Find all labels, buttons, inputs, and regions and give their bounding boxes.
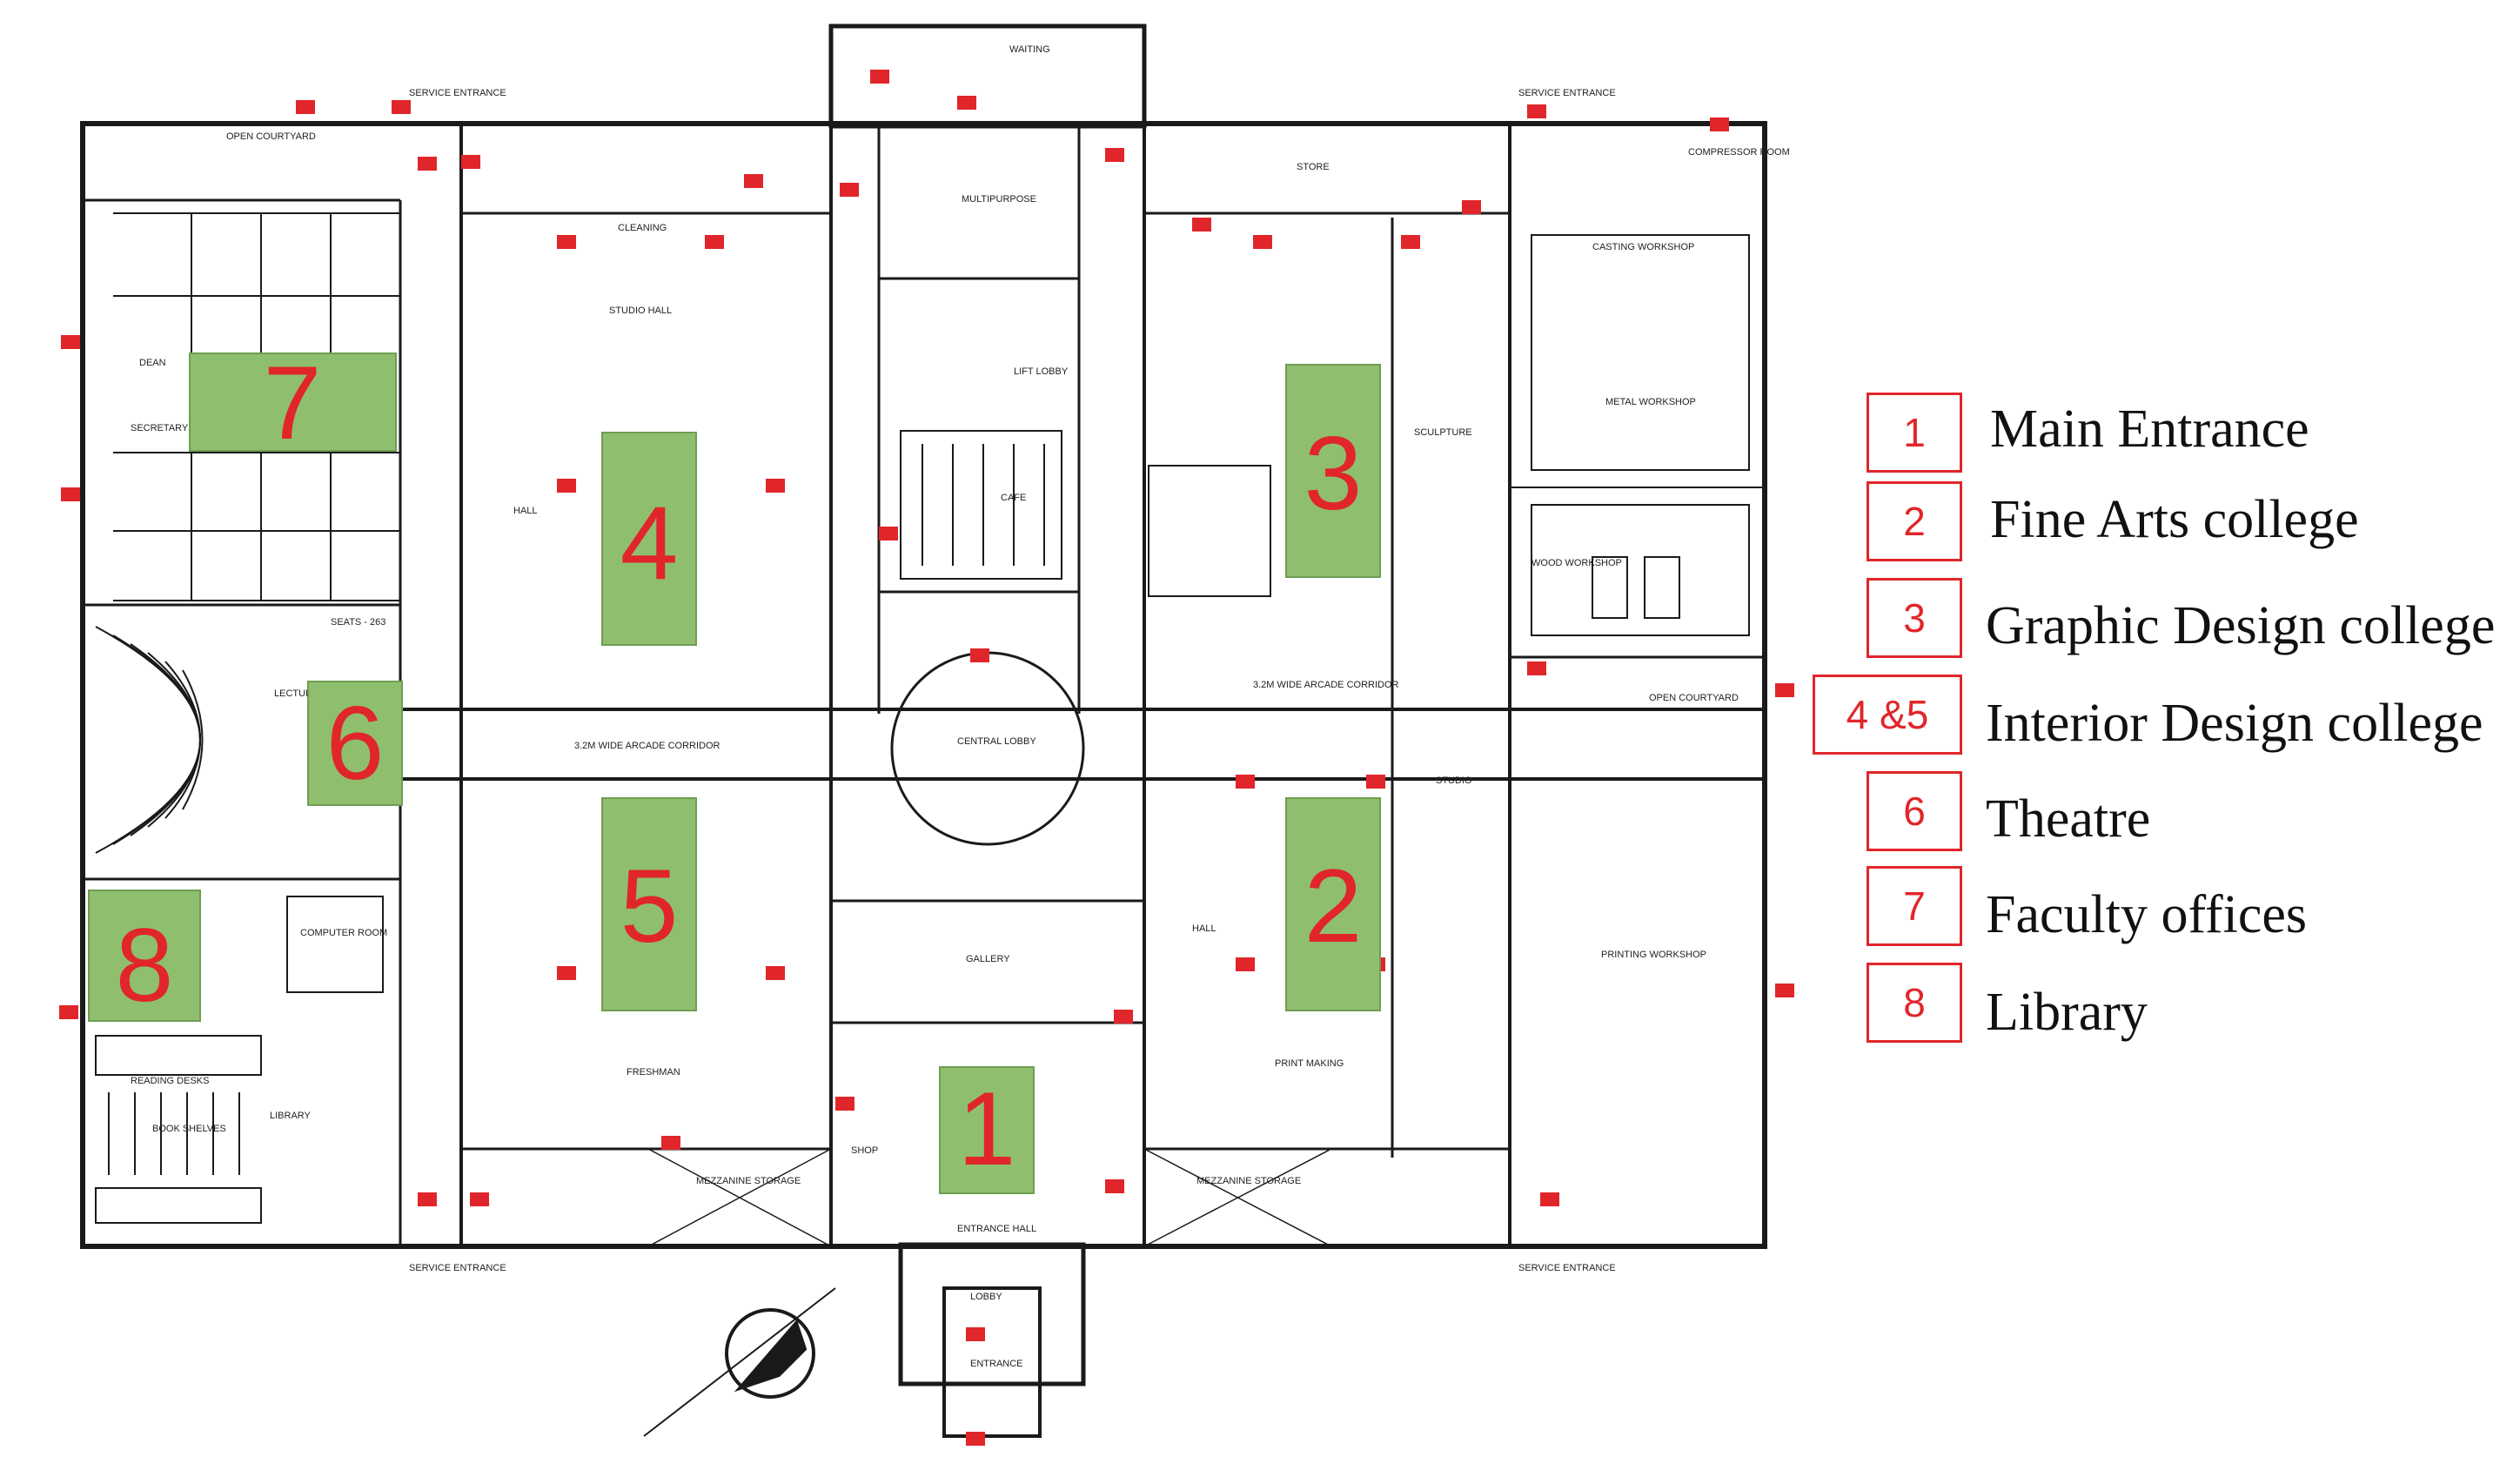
legend-label-4-5: Interior Design college [1986, 694, 2483, 753]
legend-number-3: 3 [1867, 578, 1962, 658]
room-entrance-hall: ENTRANCE HALL [957, 1224, 1036, 1234]
room-reading-desks: READING DESKS [131, 1076, 209, 1086]
room-tags [59, 70, 1794, 1446]
room-hall-4: HALL [513, 506, 538, 516]
zone-6: 6 [307, 681, 403, 806]
room-arcade-w: 3.2M WIDE ARCADE CORRIDOR [574, 741, 720, 751]
legend-label-2: Fine Arts college [1990, 490, 2359, 549]
room-multipurpose: MULTIPURPOSE [962, 194, 1036, 205]
legend-number-2: 2 [1867, 481, 1962, 561]
legend-number-1: 1 [1867, 393, 1962, 473]
legend-number-6: 6 [1867, 771, 1962, 851]
svg-text:2: 2 [1304, 848, 1363, 964]
room-entrance: ENTRANCE [970, 1359, 1023, 1369]
room-printing-workshop: PRINTING WORKSHOP [1601, 950, 1706, 960]
room-studio-hall: STUDIO HALL [609, 306, 672, 316]
legend-number-8: 8 [1867, 963, 1962, 1043]
svg-text:5: 5 [620, 848, 679, 964]
zone-3: 3 [1285, 364, 1381, 578]
room-cleaning: CLEANING [618, 223, 667, 233]
svg-text:3: 3 [1304, 415, 1363, 532]
room-casting-workshop: CASTING WORKSHOP [1592, 242, 1694, 252]
legend-number-7: 7 [1867, 866, 1962, 946]
room-print-making: PRINT MAKING [1275, 1058, 1344, 1069]
room-central-lobby: CENTRAL LOBBY [957, 736, 1036, 747]
zone-2: 2 [1285, 797, 1381, 1011]
room-open-courtyard-e: OPEN COURTYARD [1649, 693, 1739, 703]
svg-text:7: 7 [264, 345, 322, 461]
room-mezzanine-e: MEZZANINE STORAGE [1196, 1176, 1301, 1186]
room-service-entrance-se: SERVICE ENTRANCE [1518, 1263, 1616, 1273]
room-arcade-e: 3.2M WIDE ARCADE CORRIDOR [1253, 680, 1399, 690]
svg-text:8: 8 [116, 907, 174, 1024]
legend-label-8: Library [1986, 983, 2148, 1042]
room-gallery: GALLERY [966, 954, 1010, 964]
zone-7: 7 [189, 345, 397, 461]
room-book-shelves: BOOK SHELVES [152, 1124, 226, 1134]
legend-number-4-5: 4 &5 [1813, 675, 1962, 755]
room-service-entrance-ne: SERVICE ENTRANCE [1518, 88, 1616, 98]
room-waiting: WAITING [1009, 44, 1050, 55]
room-dean: DEAN [139, 358, 166, 368]
room-studio: STUDIO [1436, 776, 1472, 786]
zone-8: 8 [88, 890, 201, 1024]
room-store: STORE [1297, 162, 1330, 172]
zones: 7 4 5 3 2 6 8 1 [88, 345, 1381, 1194]
svg-text:6: 6 [326, 685, 385, 802]
room-hall-2: HALL [1192, 923, 1216, 934]
room-mezzanine-w: MEZZANINE STORAGE [696, 1176, 801, 1186]
legend-label-7: Faculty offices [1986, 885, 2308, 944]
svg-text:4: 4 [620, 485, 679, 601]
room-service-entrance-sw: SERVICE ENTRANCE [409, 1263, 506, 1273]
zone-4: 4 [601, 432, 697, 646]
zone-1: 1 [939, 1066, 1035, 1194]
legend-label-3: Graphic Design college [1986, 596, 2496, 655]
room-shop: SHOP [851, 1145, 878, 1156]
room-cafe: CAFE [1001, 493, 1026, 503]
building-walls [80, 24, 1767, 1438]
room-labels: MULTIPURPOSE CENTRAL LOBBY ENTRANCE HALL… [131, 44, 1790, 1369]
room-lobby: LOBBY [970, 1292, 1002, 1302]
room-compressor: COMPRESSOR ROOM [1688, 147, 1790, 158]
room-library: LIBRARY [270, 1111, 312, 1121]
room-secretary: SECRETARY [131, 423, 189, 433]
room-metal-workshop: METAL WORKSHOP [1605, 397, 1696, 407]
room-computer: COMPUTER ROOM [300, 928, 387, 938]
room-lift-lobby: LIFT LOBBY [1014, 366, 1069, 377]
legend-label-1: Main Entrance [1990, 400, 2309, 459]
room-open-courtyard-w: OPEN COURTYARD [226, 131, 316, 142]
legend-label-6: Theatre [1986, 789, 2151, 849]
room-sculpture: SCULPTURE [1414, 427, 1472, 438]
room-wood-workshop: WOOD WORKSHOP [1531, 558, 1622, 568]
room-freshman: FRESHMAN [627, 1067, 680, 1078]
svg-text:1: 1 [958, 1071, 1016, 1187]
zone-5: 5 [601, 797, 697, 1011]
north-arrow-icon [643, 1287, 836, 1437]
room-service-entrance-nw: SERVICE ENTRANCE [409, 88, 506, 98]
room-seats: SEATS - 263 [331, 617, 385, 628]
